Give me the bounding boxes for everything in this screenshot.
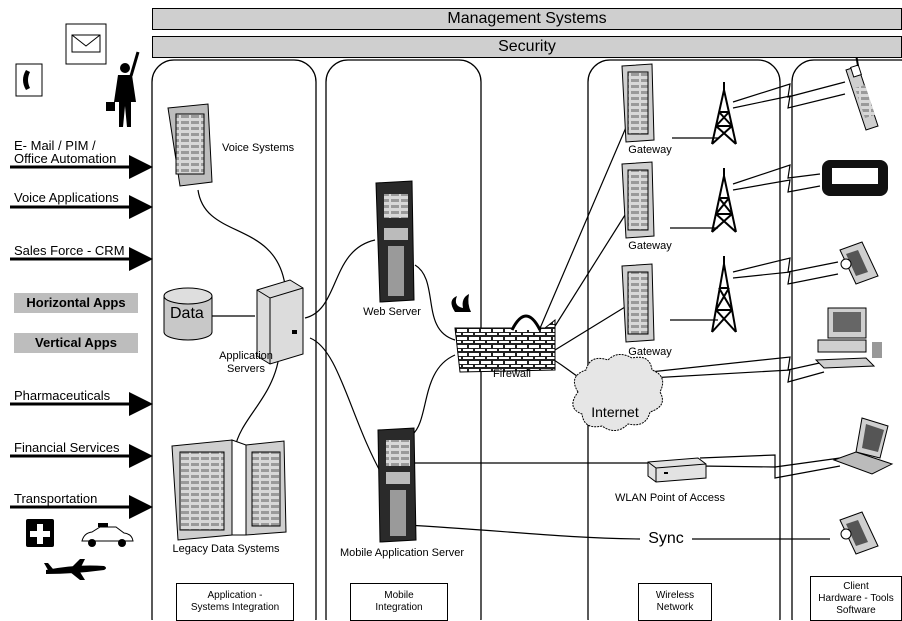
label-legacy: Legacy Data Systems xyxy=(172,543,280,555)
link-appservers-legacy xyxy=(234,361,279,449)
label-data: Data xyxy=(170,305,204,322)
label-mobile-server: Mobile Application Server xyxy=(339,547,465,559)
signal-internet-desktop-2 xyxy=(649,369,825,383)
footer-ch-line1: Client xyxy=(843,580,869,592)
pager-icon xyxy=(822,160,888,196)
application-servers-icon xyxy=(256,279,304,365)
signal-tower1-phone xyxy=(732,81,846,103)
link-firewall-gateway3 xyxy=(554,306,626,351)
car-icon xyxy=(81,523,134,547)
security-bar: Security xyxy=(152,36,902,58)
footer-application-integration: Application - Systems Integration xyxy=(176,583,294,621)
laptop-icon xyxy=(832,417,894,475)
airplane-icon xyxy=(44,559,106,580)
tower-icon-2 xyxy=(711,168,737,233)
phone-icon xyxy=(15,63,43,97)
link-mobile-firewall xyxy=(411,354,456,436)
footer-wn-line1: Wireless xyxy=(655,590,695,601)
gateway-server-icon-1 xyxy=(621,63,655,143)
column-application-integration xyxy=(151,59,317,620)
horizontal-apps: Horizontal Apps xyxy=(14,293,138,313)
label-gateway-1: Gateway xyxy=(628,144,672,156)
label-sync: Sync xyxy=(645,530,687,548)
desktop-computer-icon xyxy=(814,307,882,369)
medical-cross-icon xyxy=(26,519,54,547)
link-appservers-mobileserver xyxy=(309,337,386,481)
gateway-server-icon-2 xyxy=(621,161,655,239)
signal-tower3-pda xyxy=(732,257,839,273)
app-email: E- Mail / PIM / xyxy=(14,138,96,153)
gateway-server-icon-3 xyxy=(621,263,655,343)
footer-asi-line1: Application - xyxy=(207,590,263,601)
signal-internet-desktop xyxy=(649,356,825,373)
signal-tower2-pager xyxy=(732,164,821,185)
firewall-icon xyxy=(451,294,556,373)
label-voice-systems: Voice Systems xyxy=(222,142,295,154)
person-icon xyxy=(106,51,140,127)
app-voice: Voice Applications xyxy=(14,190,119,205)
database-icon xyxy=(163,287,213,341)
footer-wn-line2: Network xyxy=(656,602,694,613)
label-servers: Servers xyxy=(227,363,265,375)
app-sales-crm: Sales Force - CRM xyxy=(14,243,125,258)
footer-ch-line2: Hardware - Tools xyxy=(818,592,894,604)
legacy-systems-icon xyxy=(171,439,287,541)
label-gateway-3: Gateway xyxy=(628,346,672,358)
tower-icon-1 xyxy=(711,82,737,145)
footer-ch-line3: Software xyxy=(836,604,876,616)
footer-mi-line1: Mobile xyxy=(384,590,414,601)
label-gateway-2: Gateway xyxy=(628,240,672,252)
app-transportation: Transportation xyxy=(14,491,98,506)
signal-wlan-laptop-2 xyxy=(699,465,841,479)
vertical-apps: Vertical Apps xyxy=(14,333,138,353)
tower-icon-3 xyxy=(711,256,737,333)
label-web-server: Web Server xyxy=(363,306,421,318)
mobile-server-icon xyxy=(377,427,417,543)
footer-client-hardware: Client Hardware - Tools Software xyxy=(810,576,902,621)
label-application: Application xyxy=(219,350,273,362)
cell-phone-icon xyxy=(845,53,879,131)
management-systems-bar: Management Systems xyxy=(152,8,902,30)
footer-mobile-integration: Mobile Integration xyxy=(350,583,448,621)
link-webserver-firewall xyxy=(414,264,456,341)
app-pharmaceuticals: Pharmaceuticals xyxy=(14,388,111,403)
link-firewall-gateway1 xyxy=(534,117,631,341)
label-wlan: WLAN Point of Access xyxy=(614,492,726,504)
signal-wlan-laptop xyxy=(699,454,841,468)
envelope-icon xyxy=(65,23,107,65)
footer-mi-line2: Integration xyxy=(375,602,423,613)
signal-tower1-phone-2 xyxy=(732,93,846,109)
pda-icon-1 xyxy=(839,241,879,285)
web-server-icon xyxy=(375,180,415,303)
label-firewall: Firewall xyxy=(493,368,531,380)
link-firewall-gateway2 xyxy=(544,214,626,343)
signal-tower2-pager-2 xyxy=(732,179,821,193)
footer-asi-line2: Systems Integration xyxy=(190,602,280,613)
link-voice-appservers xyxy=(197,189,286,286)
column-wireless-network xyxy=(587,59,781,620)
app-office-automation: Office Automation xyxy=(14,151,117,166)
link-mobile-sync xyxy=(404,524,641,540)
app-financial: Financial Services xyxy=(14,440,120,455)
link-appservers-webserver xyxy=(304,239,376,319)
pda-icon-2 xyxy=(839,511,879,555)
signal-tower3-pda-2 xyxy=(732,271,839,285)
cloud-icon xyxy=(572,354,664,431)
label-internet: Internet xyxy=(591,404,639,420)
server-icon xyxy=(167,103,213,187)
access-point-icon xyxy=(647,457,707,483)
footer-wireless-network: Wireless Network xyxy=(638,583,712,621)
